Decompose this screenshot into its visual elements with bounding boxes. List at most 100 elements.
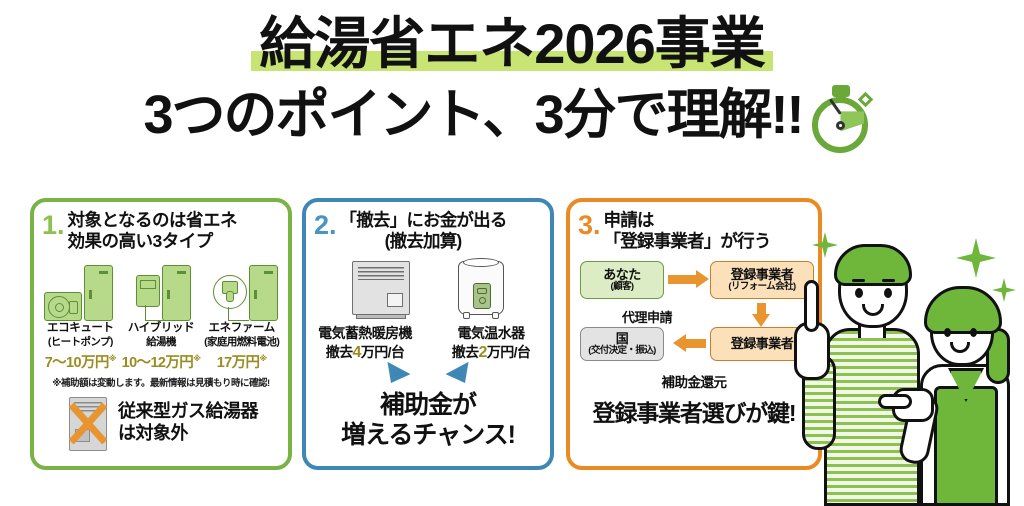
panel-3-title-line-1: 申請は (603, 210, 655, 230)
fuel-cell-unit-shape (213, 275, 249, 322)
man-eyebrow-right (882, 279, 895, 282)
removal-prefix-0: 撤去 (325, 343, 353, 360)
flow-company-top-sub: (リフォーム会社) (728, 281, 796, 293)
device-label-0: エコキュート (ヒートポンプ) (40, 322, 121, 348)
electric-water-heater-icon (458, 258, 504, 320)
panel-1-title: 対象となるのは省エネ 効果の高い3タイプ (67, 210, 238, 251)
man-eyebrow-left (852, 279, 865, 282)
flow-company-bottom-main: 登録事業者 (730, 336, 794, 352)
panel-2-title-line-1: 「撤去」にお金が出る (339, 210, 508, 230)
stopwatch-icon (806, 81, 880, 155)
heat-pump-icon (44, 265, 113, 322)
panel-1-number: 1. (42, 210, 65, 240)
panel-2-removal-bonus: 2. 「撤去」にお金が出る (撤去加算) 電気蓄熱暖房機 撤去4万円/台 (302, 198, 554, 470)
woman-eye-right (970, 328, 977, 337)
panel-3-refund-label: 補助金還元 (661, 375, 728, 391)
vent-shape (69, 301, 78, 315)
panel-1-title-line-1: 対象となるのは省エネ (67, 210, 238, 230)
device-name-0: エコキュート (47, 322, 114, 335)
man-eye-right (884, 288, 892, 298)
flow-you-sub: (顧客) (610, 281, 635, 293)
panel-3-application-flow: 3. 申請は 「登録事業者」が行う あなた (顧客) 登録事業者 (リフォーム会… (566, 198, 822, 470)
flow-node-registered-company-top: 登録事業者 (リフォーム会社) (710, 261, 814, 300)
price-mark-1: ※ (193, 353, 201, 363)
panel-1-title-line-2: 効果の高い3タイプ (67, 230, 214, 251)
flow-arrow-down-icon (752, 303, 770, 328)
removal-amount-1: 2 (478, 343, 488, 361)
hybrid-boiler-shape (135, 275, 168, 322)
headline-line-2-text: 3つのポイント、3分で理解!! (143, 84, 805, 145)
panel-3-header: 3. 申請は 「登録事業者」が行う (570, 202, 818, 251)
hybrid-water-heater-icon (135, 265, 191, 322)
panel-3-conclusion: 登録事業者選びが鍵! (592, 400, 797, 427)
man-mouth (862, 304, 884, 316)
removal-prefix-1: 撤去 (451, 343, 479, 360)
panel-2-title-line-2: (撤去加算) (384, 230, 463, 251)
removal-suffix-0: 万円/台 (360, 343, 405, 360)
fuel-cell-icon (213, 265, 278, 322)
panel-1-price-row: 7～10万円※ 10～12万円※ 17万円※ (34, 349, 288, 372)
storage-tank-shape (84, 265, 113, 322)
man-hair (834, 244, 912, 286)
device-price-1: 10～12万円※ (121, 351, 202, 372)
price-value-2: 17万円 (216, 354, 260, 371)
headline-line-2-row: 3つのポイント、3分で理解!! (0, 75, 1024, 155)
headline-line-1: 給湯省エネ2026事業 (251, 14, 773, 73)
price-mark-2: ※ (259, 353, 267, 363)
leg-shape-right (492, 312, 499, 320)
headline-highlight (251, 51, 773, 72)
headline-line-1-text: 給湯省エネ2026事業 (259, 12, 766, 75)
woman-apron (934, 386, 998, 506)
pipe-shape (228, 307, 249, 322)
price-value-0: 7～10万円 (44, 354, 110, 371)
panel-2-conclusion-line-1: 補助金が (379, 390, 477, 419)
flow-company-top-main: 登録事業者 (730, 266, 794, 282)
removal-item-1: 電気温水器 撤去2万円/台 (438, 325, 544, 363)
panel-3-title: 申請は 「登録事業者」が行う (603, 210, 772, 251)
two-people-pointing-illustration (794, 236, 1024, 506)
device-label-1: ハイブリッド 給湯機 (121, 322, 202, 348)
electric-storage-heater-icon (352, 261, 410, 320)
device-price-2: 17万円※ (201, 351, 282, 372)
panel-1-eligible-types: 1. 対象となるのは省エネ 効果の高い3タイプ (30, 198, 292, 470)
device-price-0: 7～10万円※ (40, 351, 121, 372)
panels-row: 1. 対象となるのは省エネ 効果の高い3タイプ (0, 198, 1024, 488)
woman-mouth (950, 342, 970, 353)
device-label-2: エネファーム (家庭用燃料電池) (201, 322, 282, 348)
device-name-1: ハイブリッド (127, 322, 195, 335)
exclusion-text: 従来型ガス給湯器 は対象外 (118, 401, 259, 445)
woman-hair (924, 286, 1002, 334)
panel-2-arrows (306, 361, 550, 389)
pipe-shape (144, 305, 168, 322)
panel-2-conclusion-line-2: 増えるチャンス! (341, 420, 516, 449)
device-name-2: エネファーム (208, 322, 276, 335)
price-value-1: 10～12万円 (121, 354, 194, 371)
flow-arrow-left-icon (673, 334, 706, 353)
device-sub-0: (ヒートポンプ) (47, 336, 113, 349)
removal-label-1: 電気温水器 (457, 325, 526, 342)
storage-tank-shape (161, 265, 191, 322)
panel-2-header: 2. 「撤去」にお金が出る (撤去加算) (306, 202, 550, 251)
exclusion-line-2: は対象外 (118, 422, 189, 443)
sparkle-icon (992, 278, 1016, 302)
removal-label-0: 電気蓄熱暖房機 (318, 325, 412, 342)
flow-arrow-right-icon (668, 270, 709, 289)
stopwatch-pin (836, 121, 846, 131)
flow-government-main: 国 (615, 330, 629, 346)
storage-tank-shape (249, 265, 278, 322)
fan-icon (48, 296, 70, 319)
removal-item-0: 電気蓄熱暖房機 撤去4万円/台 (312, 325, 418, 363)
device-sub-2: (家庭用燃料電池) (204, 336, 280, 349)
panel-3-title-line-2: 「登録事業者」が行う (603, 230, 772, 251)
heat-pump-outdoor-unit (44, 292, 82, 322)
flow-government-sub: (交付決定・振込) (588, 345, 656, 357)
headline-block: 給湯省エネ2026事業 3つのポイント、3分で理解!! (0, 14, 1024, 155)
flow-you-main: あなた (603, 266, 641, 282)
heater-base-shape (356, 314, 406, 320)
flow-node-you: あなた (顧客) (580, 261, 664, 300)
panel-1-note: ※補助額は変動します。最新情報は見積もり時に確認! (52, 377, 270, 389)
man-eye-left (855, 288, 863, 298)
device-sub-1: 給湯機 (146, 336, 176, 349)
flow-node-government: 国 (交付決定・振込) (580, 327, 664, 362)
